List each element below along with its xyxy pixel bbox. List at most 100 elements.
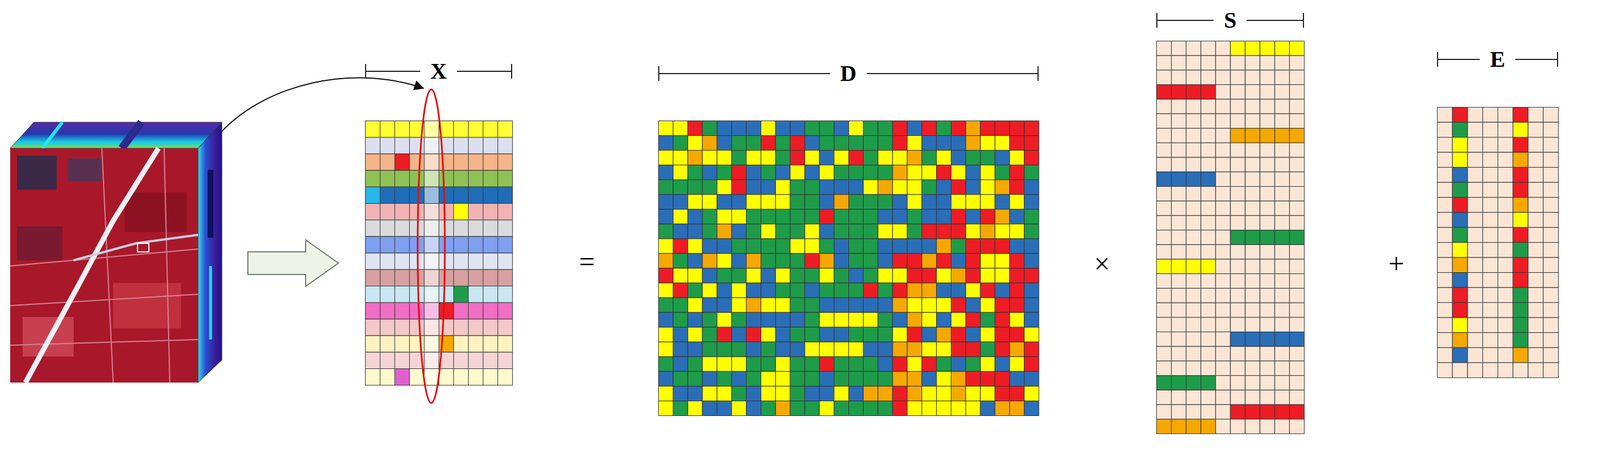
- matrix-cell: [1171, 55, 1187, 71]
- matrix-cell: [1171, 70, 1187, 85]
- matrix-cell: [848, 400, 864, 416]
- matrix-cell: [453, 269, 469, 286]
- matrix-cell: [1186, 172, 1201, 187]
- matrix-cell: [672, 121, 688, 136]
- matrix-cell: [395, 236, 410, 253]
- matrix-cell: [1009, 282, 1025, 298]
- matrix-cell: [1156, 157, 1172, 173]
- matrix-cell: [1274, 361, 1290, 376]
- matrix-cell: [687, 179, 703, 195]
- matrix-cell: [1024, 165, 1040, 180]
- matrix-cell: [1215, 142, 1231, 158]
- matrix-cell: [819, 121, 835, 136]
- matrix-cell: [658, 356, 674, 372]
- matrix-cell: [1274, 230, 1290, 246]
- matrix-cell: [1230, 230, 1246, 246]
- matrix-cell: [1245, 41, 1260, 57]
- matrix-cell: [1024, 121, 1040, 136]
- matrix-cell: [1186, 200, 1201, 216]
- matrix-cell: [1289, 55, 1304, 71]
- matrix-cell: [483, 121, 499, 138]
- matrix-cell: [775, 253, 791, 269]
- matrix-cell: [1543, 272, 1559, 289]
- matrix-cell: [907, 371, 922, 386]
- matrix-cell: [395, 203, 410, 221]
- matrix-cell: [1215, 70, 1231, 85]
- matrix-cell: [1289, 375, 1304, 391]
- matrix-cell: [380, 269, 396, 286]
- matrix-cell: [1259, 404, 1275, 420]
- matrix-cell: [1171, 244, 1187, 260]
- matrix-cell: [1245, 128, 1260, 144]
- matrix-cell: [1200, 389, 1216, 405]
- matrix-cell: [980, 268, 995, 283]
- matrix-cell: [1230, 317, 1246, 333]
- matrix-cell: [877, 297, 893, 313]
- matrix-cell: [1482, 242, 1499, 258]
- matrix-cell: [1024, 282, 1040, 298]
- matrix-cell: [921, 341, 937, 357]
- band-stripe: [121, 122, 142, 149]
- matrix-cell: [1498, 137, 1514, 153]
- matrix-cell: [1259, 288, 1275, 303]
- matrix-cell: [951, 224, 967, 239]
- matrix-cell: [1186, 128, 1201, 144]
- matrix-cell: [1467, 227, 1483, 243]
- matrix-cell: [848, 297, 864, 313]
- matrix-cell: [1512, 182, 1529, 198]
- matrix-cell: [1186, 84, 1201, 100]
- matrix-cell: [1186, 375, 1201, 391]
- matrix-cell: [1215, 128, 1231, 144]
- matrix-cell: [1467, 122, 1483, 138]
- matrix-cell: [395, 170, 410, 187]
- matrix-cell: [1200, 186, 1216, 202]
- matrix-cell: [380, 236, 396, 253]
- column-highlight: [417, 89, 445, 403]
- matrix-cell: [658, 400, 674, 416]
- matrix-cell: [717, 312, 732, 328]
- bracket-line: [1246, 19, 1304, 21]
- matrix-cell: [1452, 137, 1468, 153]
- matrix-cell: [1452, 257, 1468, 273]
- matrix-cell: [453, 186, 469, 204]
- matrix-cell: [907, 268, 922, 283]
- matrix-cell: [409, 286, 425, 303]
- matrix-cell: [936, 165, 952, 180]
- matrix-cell: [1528, 347, 1544, 363]
- matrix-cell: [760, 312, 776, 328]
- matrix-cell: [1452, 182, 1468, 198]
- matrix-cell: [848, 341, 864, 357]
- matrix-cell: [1215, 273, 1231, 289]
- matrix-cell: [863, 150, 878, 166]
- matrix-cell: [409, 302, 425, 320]
- matrix-cell: [1230, 302, 1246, 318]
- matrix-cell: [672, 297, 688, 313]
- matrix-cell: [1215, 361, 1231, 376]
- matrix-cell: [1245, 157, 1260, 173]
- matrix-cell: [409, 170, 425, 187]
- matrix-cell: [1289, 70, 1304, 85]
- matrix-cell: [921, 150, 937, 166]
- matrix-cell: [1274, 128, 1290, 144]
- matrix-cell: [1171, 230, 1187, 246]
- matrix-cell: [1200, 157, 1216, 173]
- matrix-cell: [1215, 215, 1231, 231]
- matrix-cell: [1009, 341, 1025, 357]
- matrix-cell: [965, 312, 981, 328]
- matrix-cell: [1009, 179, 1025, 195]
- matrix-cell: [717, 179, 732, 195]
- matrix-cell: [1274, 419, 1290, 435]
- matrix-cell: [1245, 172, 1260, 187]
- matrix-cell: [453, 302, 469, 320]
- matrix-cell: [1200, 200, 1216, 216]
- matrix-cell: [1215, 332, 1231, 347]
- matrix-cell: [702, 121, 718, 136]
- matrix-cell: [1171, 419, 1187, 435]
- matrix-cell: [746, 356, 762, 372]
- matrix-cell: [731, 371, 747, 386]
- matrix-cell: [936, 327, 952, 342]
- matrix-cell: [409, 186, 425, 204]
- matrix-cell: [1156, 389, 1172, 405]
- matrix-cell: [907, 312, 922, 328]
- matrix-cell: [365, 153, 381, 171]
